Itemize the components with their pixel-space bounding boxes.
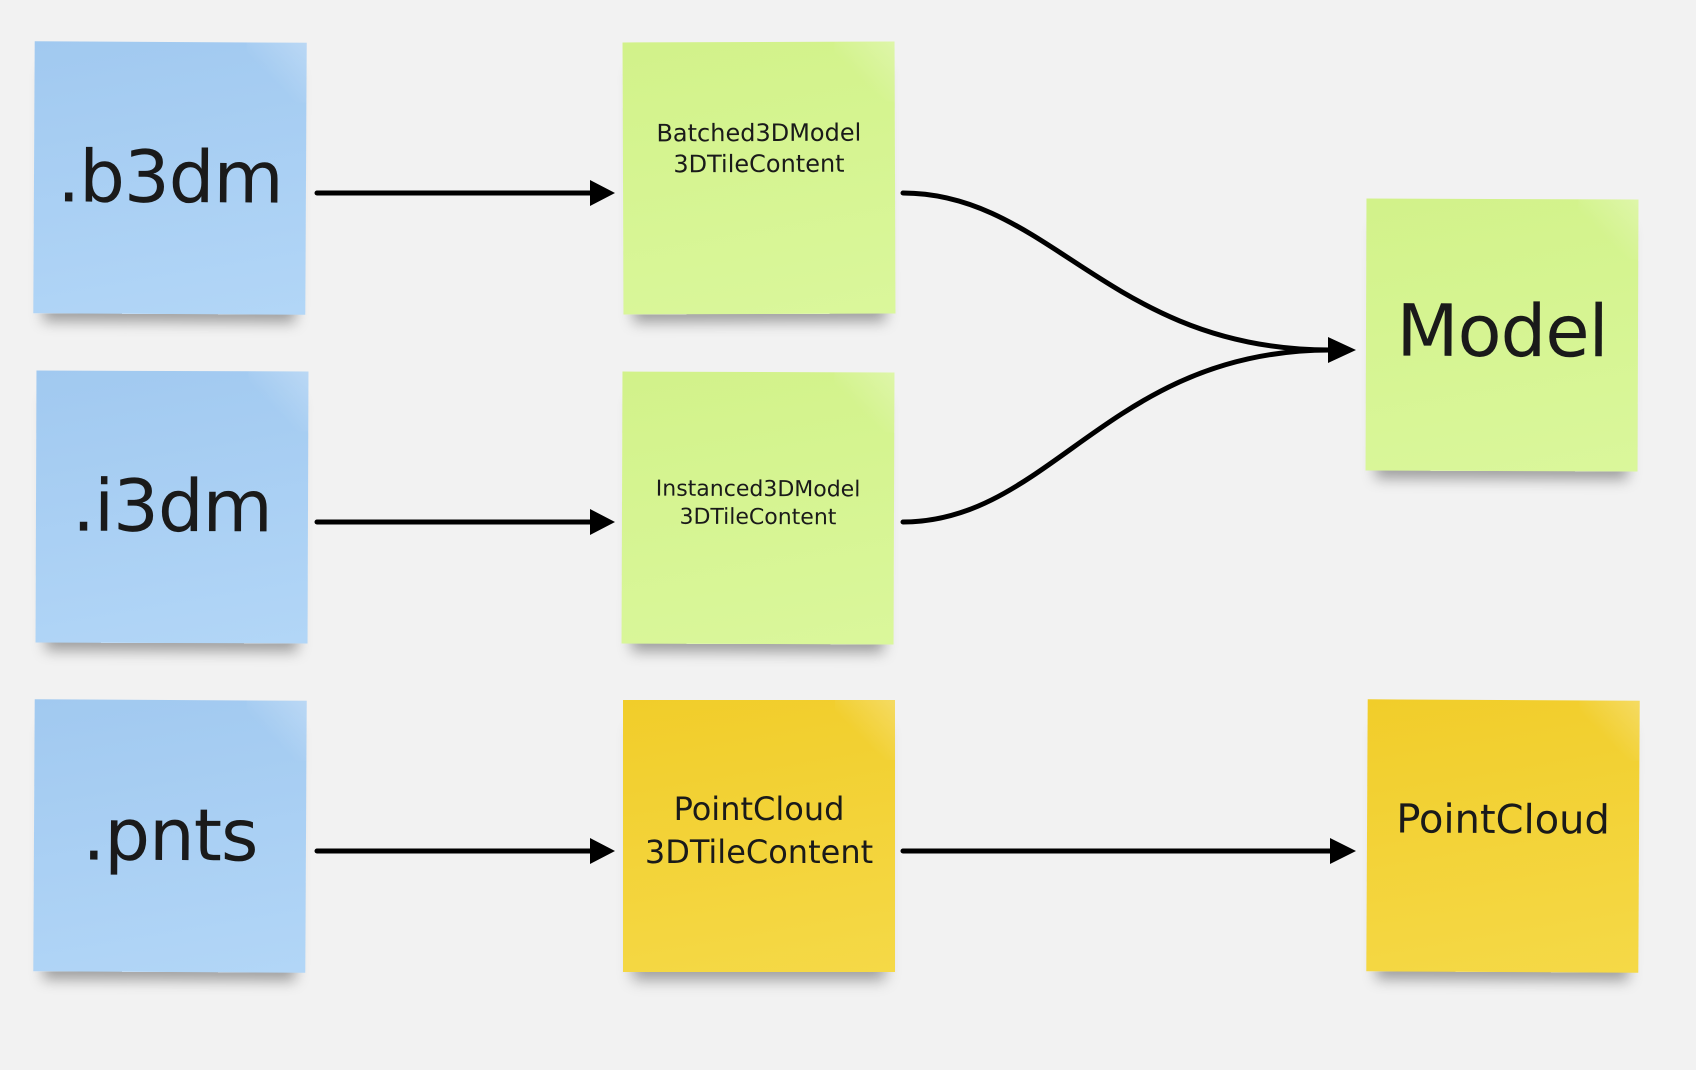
arrowhead-i3dm-to-instanced: [590, 509, 615, 535]
note-pointcloud-content[interactable]: PointCloud 3DTileContent: [623, 700, 895, 972]
arrowhead-pointcloud-content-to-pointcloud: [1330, 838, 1356, 864]
note-pointcloud-content-label: PointCloud 3DTileContent: [644, 789, 874, 871]
note-instanced3dmodel-content-label: Instanced3DModel 3DTileContent: [655, 476, 861, 531]
note-b3dm[interactable]: .b3dm: [33, 41, 307, 315]
arrowhead-pnts-to-pointcloud-content: [590, 838, 615, 864]
arrow-instanced-to-model: [900, 347, 1333, 525]
arrowhead-b3dm-to-batched: [590, 180, 615, 206]
note-b3dm-label: .b3dm: [57, 134, 283, 220]
note-model-label: Model: [1396, 288, 1608, 374]
arrowhead-to-model: [1328, 337, 1356, 363]
note-pnts[interactable]: .pnts: [33, 699, 307, 973]
note-i3dm[interactable]: .i3dm: [35, 370, 309, 644]
note-pointcloud[interactable]: PointCloud: [1366, 699, 1640, 973]
note-instanced3dmodel-content[interactable]: Instanced3DModel 3DTileContent: [621, 371, 895, 645]
note-batched3dmodel-content[interactable]: Batched3DModel 3DTileContent: [622, 41, 896, 315]
note-model[interactable]: Model: [1365, 198, 1639, 472]
note-batched3dmodel-content-label: Batched3DModel 3DTileContent: [656, 118, 862, 179]
note-pnts-label: .pnts: [82, 792, 258, 878]
note-pointcloud-label: PointCloud: [1396, 796, 1610, 844]
note-i3dm-label: .i3dm: [72, 464, 272, 549]
arrow-batched-to-model: [900, 190, 1333, 353]
